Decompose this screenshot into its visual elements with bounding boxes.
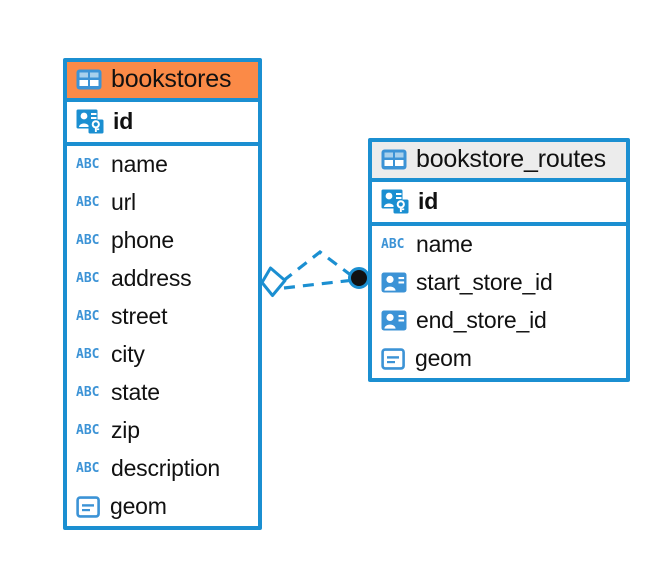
entity-table-bookstores[interactable]: bookstores id <box>63 58 262 530</box>
text-abc-icon-label: ABC <box>76 194 100 210</box>
entity-header-bookstore-routes[interactable]: bookstore_routes <box>372 142 626 182</box>
field-name-id: id <box>418 187 439 214</box>
field-row-city[interactable]: ABC city <box>67 336 258 374</box>
field-row-description[interactable]: ABC description <box>67 450 258 488</box>
field-name-state: state <box>111 378 160 405</box>
field-name-description: description <box>111 454 221 481</box>
foreign-key-icon <box>381 310 407 331</box>
relationship-diamond-marker <box>260 266 287 297</box>
text-abc-icon-label: ABC <box>381 236 405 252</box>
primary-key-icon <box>76 109 104 134</box>
field-row-name[interactable]: ABC name <box>67 146 258 184</box>
text-abc-icon-label: ABC <box>76 270 100 286</box>
field-row-id[interactable]: id <box>372 182 626 226</box>
field-row-end-store-id[interactable]: end_store_id <box>372 302 626 340</box>
field-name-address: address <box>111 264 192 291</box>
field-name-phone: phone <box>111 226 174 253</box>
text-abc-icon-label: ABC <box>76 308 100 324</box>
geometry-icon <box>76 495 101 518</box>
field-row-geom[interactable]: geom <box>372 340 626 378</box>
field-name-zip: zip <box>111 416 140 443</box>
field-name-end-store-id: end_store_id <box>416 306 547 333</box>
text-abc-icon: ABC <box>76 460 102 476</box>
field-row-id[interactable]: id <box>67 102 258 146</box>
field-name-url: url <box>111 188 136 215</box>
field-row-address[interactable]: ABC address <box>67 260 258 298</box>
primary-key-icon <box>381 189 409 214</box>
relationship-line-upper <box>282 249 357 283</box>
text-abc-icon: ABC <box>76 232 102 248</box>
field-row-url[interactable]: ABC url <box>67 184 258 222</box>
field-list-bookstores: id ABC name ABC url ABC phone <box>67 102 258 526</box>
field-name-geom: geom <box>110 492 167 519</box>
field-name-start-store-id: start_store_id <box>416 268 553 295</box>
text-abc-icon-label: ABC <box>76 460 100 476</box>
text-abc-icon-label: ABC <box>76 384 100 400</box>
text-abc-icon: ABC <box>76 422 102 438</box>
text-abc-icon-label: ABC <box>76 346 100 362</box>
foreign-key-icon <box>381 272 407 293</box>
field-row-geom[interactable]: geom <box>67 488 258 526</box>
field-row-phone[interactable]: ABC phone <box>67 222 258 260</box>
text-abc-icon: ABC <box>76 194 102 210</box>
entity-header-bookstores[interactable]: bookstores <box>67 62 258 102</box>
entity-title-bookstores: bookstores <box>111 65 232 93</box>
field-list-bookstore-routes: id ABC name start_sto <box>372 182 626 378</box>
text-abc-icon: ABC <box>76 308 102 324</box>
field-row-street[interactable]: ABC street <box>67 298 258 336</box>
field-name-street: street <box>111 302 168 329</box>
text-abc-icon: ABC <box>76 156 102 172</box>
field-name-id: id <box>113 107 134 134</box>
entity-title-bookstore-routes: bookstore_routes <box>416 145 606 173</box>
table-icon <box>76 69 102 90</box>
text-abc-icon-label: ABC <box>76 232 100 248</box>
field-row-start-store-id[interactable]: start_store_id <box>372 264 626 302</box>
relationship-circle-marker <box>348 267 370 289</box>
text-abc-icon: ABC <box>76 270 102 286</box>
text-abc-icon: ABC <box>76 346 102 362</box>
text-abc-icon: ABC <box>76 384 102 400</box>
table-icon <box>381 149 407 170</box>
field-name-city: city <box>111 340 145 367</box>
field-name-name: name <box>111 150 168 177</box>
field-name-name: name <box>416 230 473 257</box>
entity-table-bookstore-routes[interactable]: bookstore_routes <box>368 138 630 382</box>
field-row-name[interactable]: ABC name <box>372 226 626 264</box>
text-abc-icon: ABC <box>381 236 407 252</box>
field-name-geom: geom <box>415 344 472 371</box>
text-abc-icon-label: ABC <box>76 156 100 172</box>
field-row-state[interactable]: ABC state <box>67 374 258 412</box>
text-abc-icon-label: ABC <box>76 422 100 438</box>
geometry-icon <box>381 347 406 370</box>
field-row-zip[interactable]: ABC zip <box>67 412 258 450</box>
relationship-line-lower <box>283 278 355 290</box>
